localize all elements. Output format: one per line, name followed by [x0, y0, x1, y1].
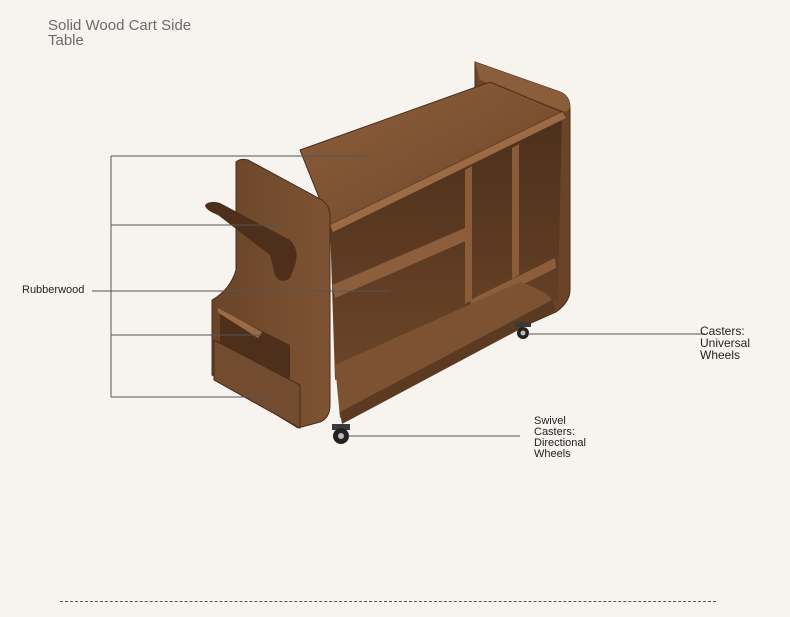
- page-title: Solid Wood Cart Side Table: [48, 17, 192, 49]
- cart-divider: [465, 166, 472, 304]
- rubberwood-callout-lines: [92, 155, 390, 398]
- cart-handle-panel: [205, 158, 331, 429]
- cart-middle-shelf: [332, 228, 468, 298]
- cart-bottom-shelf: [335, 282, 552, 418]
- footer-divider: [60, 601, 716, 602]
- label-swivel-casters: Swivel Casters: Directional Wheels: [534, 415, 586, 460]
- label-rubberwood: Rubberwood: [22, 284, 85, 296]
- cart-wheel-back: [515, 322, 531, 339]
- cart-wheel-front: [332, 424, 350, 444]
- label-universal-casters: Casters: Universal Wheels: [700, 324, 751, 362]
